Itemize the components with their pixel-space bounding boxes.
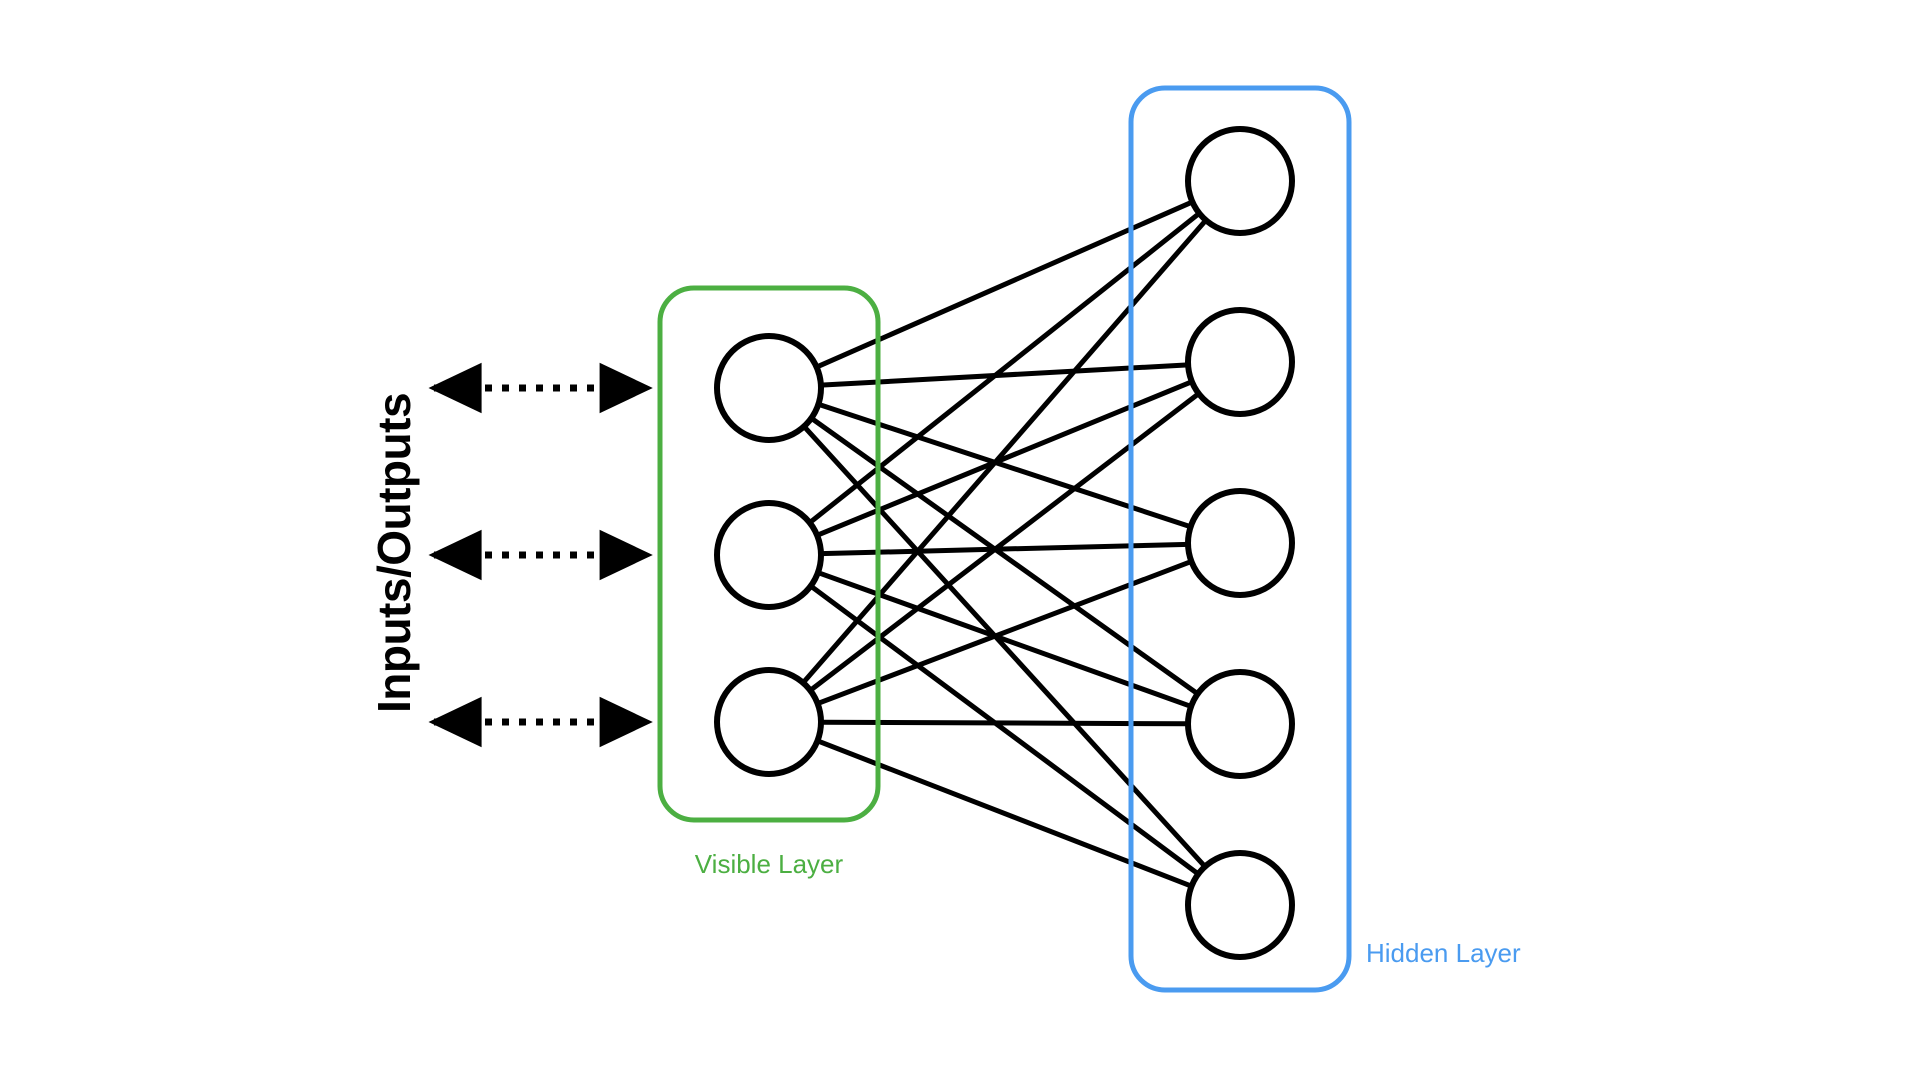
edge-v2-h5 bbox=[809, 584, 1200, 876]
connection-edges bbox=[801, 199, 1208, 889]
node-v3 bbox=[714, 667, 824, 777]
node-h3 bbox=[1185, 488, 1295, 598]
visible-layer-box bbox=[657, 285, 881, 823]
io-arrows bbox=[428, 362, 653, 748]
edge-v3-h2 bbox=[808, 391, 1201, 693]
hidden-layer-box bbox=[1128, 85, 1352, 993]
edge-v1-h2 bbox=[820, 362, 1189, 388]
edge-v2-h3 bbox=[820, 541, 1189, 557]
inputs-outputs-label: Inputs/Outputs bbox=[368, 393, 420, 713]
node-h5 bbox=[1185, 850, 1295, 960]
layer-boxes bbox=[657, 85, 1352, 993]
visible-layer-label: Visible Layer bbox=[695, 849, 844, 879]
node-v1 bbox=[714, 333, 824, 443]
node-h1 bbox=[1185, 126, 1295, 236]
edge-v1-h1 bbox=[815, 199, 1194, 370]
node-v2 bbox=[714, 500, 824, 610]
edge-v3-h1 bbox=[801, 218, 1208, 685]
edge-v2-h2 bbox=[816, 379, 1193, 538]
edge-v1-h5 bbox=[802, 424, 1207, 869]
hidden-layer-label: Hidden Layer bbox=[1366, 938, 1521, 968]
node-h2 bbox=[1185, 307, 1295, 417]
edge-v2-h1 bbox=[808, 211, 1201, 525]
edge-v3-h5 bbox=[816, 738, 1193, 889]
network-nodes bbox=[714, 126, 1295, 960]
node-h4 bbox=[1185, 669, 1295, 779]
edge-v3-h4 bbox=[820, 719, 1189, 727]
